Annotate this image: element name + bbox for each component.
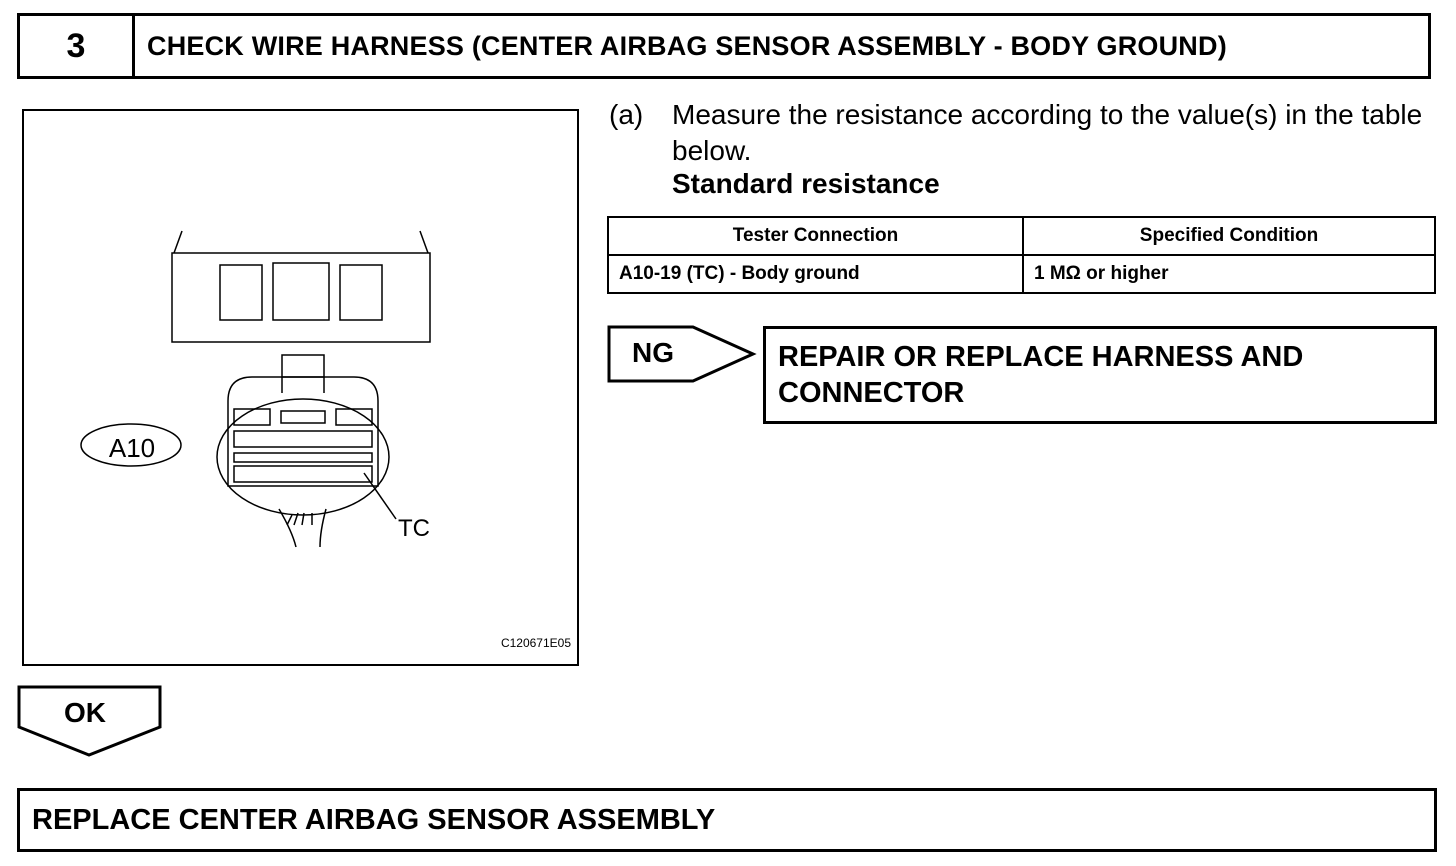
ok-arrow-icon: [17, 685, 162, 757]
final-action-box: REPLACE CENTER AIRBAG SENSOR ASSEMBLY: [17, 788, 1437, 852]
table-row: A10-19 (TC) - Body ground 1 MΩ or higher: [607, 254, 1436, 294]
ng-label: NG: [632, 337, 674, 368]
step-header: 3 CHECK WIRE HARNESS (CENTER AIRBAG SENS…: [17, 13, 1431, 79]
resistance-table: Tester Connection Specified Condition A1…: [607, 216, 1436, 294]
terminal-label: TC: [398, 515, 430, 542]
connector-label: A10: [108, 433, 156, 463]
table-cell: A10-19 (TC) - Body ground: [607, 254, 1024, 294]
ng-action-box: REPAIR OR REPLACE HARNESS AND CONNECTOR: [763, 326, 1437, 424]
ng-arrow-icon: [607, 325, 757, 383]
table-subheading: Standard resistance: [672, 168, 940, 199]
ok-label: OK: [64, 697, 106, 728]
column-header: Specified Condition: [1022, 216, 1436, 256]
instruction-text: Measure the resistance according to the …: [672, 99, 1423, 166]
connector-drawing: [80, 230, 431, 548]
instruction-marker: (a): [609, 99, 644, 130]
connector-illustration: A10 TC C120671E05: [22, 109, 579, 666]
figure-code: C120671E05: [500, 636, 571, 650]
column-header: Tester Connection: [607, 216, 1024, 256]
table-cell: 1 MΩ or higher: [1022, 254, 1436, 294]
step-number: 3: [20, 16, 135, 76]
step-title: CHECK WIRE HARNESS (CENTER AIRBAG SENSOR…: [147, 30, 1227, 61]
table-header-row: Tester Connection Specified Condition: [607, 216, 1436, 256]
